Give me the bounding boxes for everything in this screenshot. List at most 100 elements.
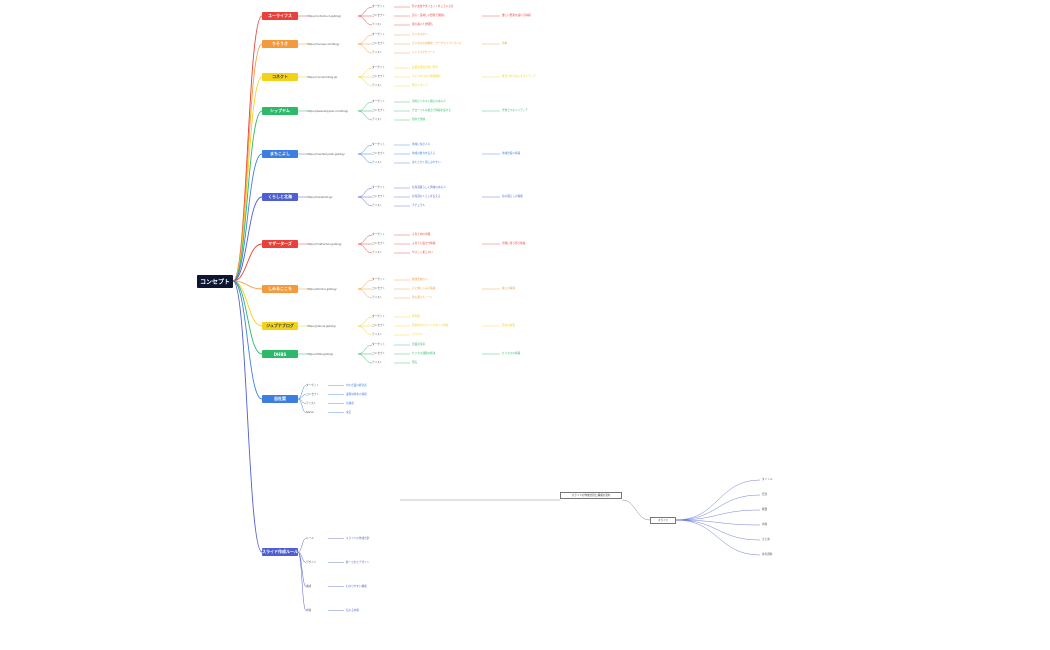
child-label: テイスト	[372, 251, 383, 255]
connector	[297, 385, 307, 400]
connector	[232, 243, 263, 282]
child-label: ターゲット	[372, 100, 385, 104]
connector	[621, 499, 651, 521]
branch-node[interactable]: 自社案	[262, 395, 298, 403]
child-label: コンセプト	[372, 14, 385, 18]
child-extra: 北の暮らしの情報	[502, 195, 523, 199]
child-label: ターゲット	[372, 66, 385, 70]
branch-node[interactable]: ユーライフス	[262, 12, 298, 20]
connector	[357, 43, 373, 54]
child-note: 業務効率化の情報	[346, 392, 367, 396]
child-label: テイスト	[372, 84, 383, 88]
child-label: 構成	[306, 584, 312, 588]
child-note: 落ち着いた雰囲気	[412, 23, 433, 27]
child-note: ビジネスマン	[412, 33, 428, 37]
child-note: 安心・美味しい野菜で健康に	[412, 14, 446, 18]
branch-node[interactable]: ジュブナブログ	[262, 322, 298, 330]
child-label: テイスト	[372, 204, 383, 208]
child-extra: 繋がりを大切にするメディア	[502, 75, 536, 79]
connector	[357, 101, 373, 112]
child-note: ビジネス課題の解決	[412, 352, 436, 356]
child-label: テイスト	[372, 296, 383, 300]
child-note: 企業担当者	[412, 343, 425, 347]
connector	[297, 551, 307, 563]
connector	[357, 6, 373, 17]
branch-url: https://motherturs.jp/blog/	[307, 242, 342, 246]
branch-node[interactable]: スライド作成ルール	[262, 548, 298, 556]
child-note: 統一されたデザイン	[346, 560, 370, 564]
child-note: あたたかく親しみやすい	[412, 161, 441, 165]
connector	[357, 187, 373, 198]
branch-node[interactable]: くらしと北海	[262, 193, 298, 201]
connector	[675, 479, 761, 521]
child-label: ターゲット	[372, 343, 385, 347]
child-note: 人と人をつなぐ情報発信	[412, 75, 441, 79]
child-label: コンセプト	[372, 195, 385, 199]
child-note: 子育てに役立つ情報	[412, 242, 436, 246]
connector	[675, 494, 761, 521]
child-label: テイスト	[306, 401, 317, 405]
child-label: ターゲット	[306, 383, 319, 387]
slide-item: タイトル	[762, 478, 773, 482]
child-note: 地域に住む人々	[412, 143, 431, 147]
branch-node[interactable]: DHBS	[262, 350, 298, 358]
connector	[232, 153, 263, 282]
child-extra: 癒しの情報	[502, 287, 515, 291]
connector	[297, 398, 307, 413]
child-label: ターゲット	[372, 278, 385, 282]
connector	[357, 288, 373, 299]
connector	[232, 110, 263, 282]
child-note: 未定	[346, 410, 352, 414]
branch-node[interactable]: りそうさ	[262, 40, 298, 48]
connector	[357, 144, 373, 155]
branch-node[interactable]: マザーターズ	[262, 240, 298, 248]
child-label: コンセプト	[372, 287, 385, 291]
branch-url: https://machikoyoshi.jp/blog/	[307, 152, 345, 156]
child-note: ビジネスの効率化、ワークライフバランス	[412, 42, 462, 46]
child-note: ナチュラル	[412, 204, 425, 208]
branch-node[interactable]: コネクト	[262, 73, 298, 81]
branch-node[interactable]: しみるここち	[262, 285, 298, 293]
child-label: テイスト	[372, 361, 383, 365]
child-label: ターゲット	[372, 33, 385, 37]
branch-node[interactable]: まちこよし	[262, 150, 298, 158]
child-note: 子育て中の母親	[412, 233, 431, 237]
connector	[297, 538, 307, 553]
child-label: ターゲット	[372, 186, 385, 190]
child-label: テイスト	[372, 161, 383, 165]
slide-item: 概要	[762, 508, 768, 512]
child-label: コンセプト	[372, 75, 385, 79]
child-label: ルール	[306, 536, 314, 540]
child-extra: 母親に寄り添う情報	[502, 242, 526, 246]
branch-node[interactable]: シップヤム	[262, 107, 298, 115]
child-note: 地域の魅力を伝える	[412, 152, 436, 156]
connector	[232, 280, 263, 553]
slide-item: 内容	[762, 523, 768, 527]
connector	[357, 353, 373, 364]
child-note: 堅実	[412, 361, 418, 365]
connector	[357, 243, 373, 254]
child-note: 海外ビジネスに関心のある人	[412, 100, 446, 104]
child-extra: 世界とつなぐメディア	[502, 109, 528, 113]
child-note: 北海道のくらしを伝える	[412, 195, 441, 199]
child-label: テイスト	[372, 333, 383, 337]
child-label: ターゲット	[372, 233, 385, 237]
child-label: コンセプト	[372, 42, 385, 46]
connector	[232, 280, 263, 400]
child-extra: 効率	[502, 42, 508, 46]
root-node[interactable]: コンセプト	[197, 275, 233, 288]
child-note: 若者向けのライフスタイル情報	[412, 324, 449, 328]
child-label: コンセプト	[372, 242, 385, 246]
child-label: コンセプト	[372, 109, 385, 113]
connector	[675, 519, 761, 556]
connector	[357, 234, 373, 245]
child-note: 知的で洗練	[412, 118, 425, 122]
connector	[357, 196, 373, 207]
branch-url: https://connect-blog.jp/	[307, 75, 338, 79]
child-label: コンセプト	[306, 392, 319, 396]
slide-item: 目次	[762, 493, 768, 497]
child-note: 起業を目指す若い世代	[412, 66, 438, 70]
connector	[232, 76, 263, 282]
connector	[357, 67, 373, 78]
